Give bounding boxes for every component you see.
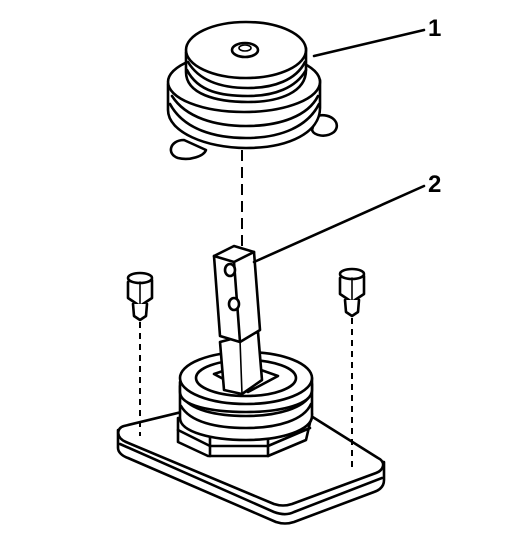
leader-line-2 <box>252 184 426 264</box>
callout-label-2: 2 <box>428 171 441 198</box>
callout-label-1: 1 <box>428 15 441 42</box>
screw-right <box>338 267 366 318</box>
rotor <box>212 244 264 396</box>
screw-left <box>126 271 154 322</box>
leader-line-1 <box>312 28 426 58</box>
cap <box>166 20 339 161</box>
